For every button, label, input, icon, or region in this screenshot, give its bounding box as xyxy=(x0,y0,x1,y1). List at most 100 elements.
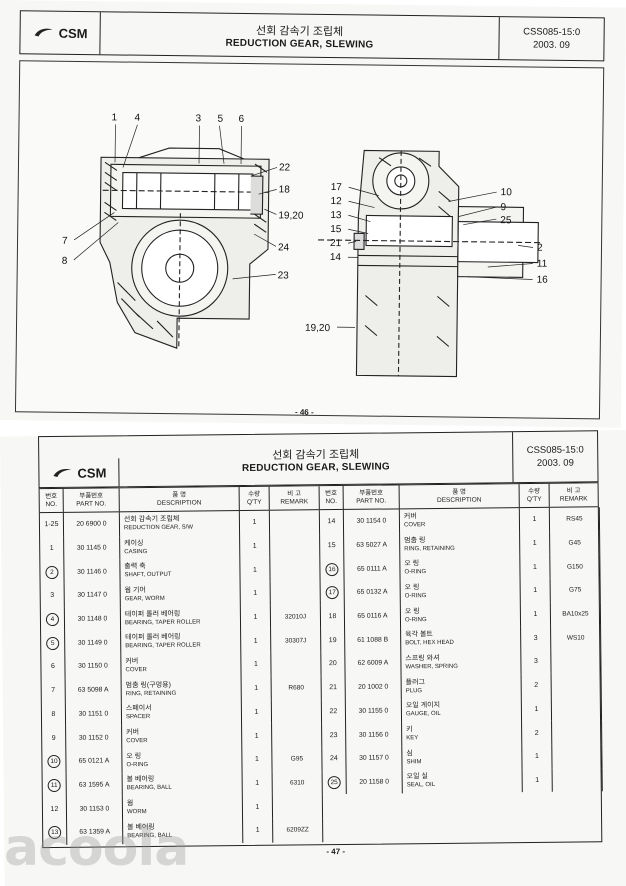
cell-remark: G75 xyxy=(550,578,601,603)
desc-english: PLUG xyxy=(405,687,423,694)
cell-no: 8 xyxy=(41,702,67,727)
cell-qty: 1 xyxy=(242,794,274,819)
cell-no: 9 xyxy=(42,726,67,751)
desc-korean: 케이싱 xyxy=(124,539,144,547)
cell-qty: 2 xyxy=(522,720,553,745)
cell-remark xyxy=(552,744,603,769)
cell-part-no: 30 1150 0 xyxy=(65,654,122,679)
cell-description: 멈춤 링(구멍용)RING, RETAINING xyxy=(121,676,242,702)
cell-part-no: 30 1156 0 xyxy=(346,722,403,747)
cell-remark xyxy=(272,794,324,819)
cell-remark xyxy=(270,533,321,559)
desc-english: KEY xyxy=(406,735,419,742)
callout-label: 17 xyxy=(331,182,343,193)
cell-qty: 1 xyxy=(520,531,551,556)
cell-no: 4 xyxy=(40,607,66,632)
desc-english: COVER xyxy=(126,738,148,745)
cell-remark xyxy=(269,510,321,535)
doc-code: CSS085-15:0 xyxy=(523,26,581,39)
cell-part-no: 30 1145 0 xyxy=(64,535,121,561)
cell-part-no: 30 1157 0 xyxy=(346,746,403,771)
cell-no: 23 xyxy=(322,723,347,748)
desc-korean: 오 링 xyxy=(404,584,420,592)
cell-qty: 1 xyxy=(241,700,273,725)
desc-english: SEAL, OIL xyxy=(406,782,436,789)
desc-english: RING, RETAINING xyxy=(125,690,177,697)
cell-qty: 1 xyxy=(242,747,273,772)
cell-remark xyxy=(271,652,322,677)
desc-korean: 오 링 xyxy=(404,560,420,568)
item-number: 6 xyxy=(50,663,55,671)
desc-korean: 출력 축 xyxy=(124,563,146,571)
callout-label: 25 xyxy=(500,215,512,226)
cell-remark xyxy=(272,723,323,748)
brand-logo: CSM xyxy=(39,458,120,488)
callout-label: 6 xyxy=(238,114,244,125)
cell-qty: 3 xyxy=(521,626,552,651)
cell-remark: 6209ZZ xyxy=(273,818,324,843)
drawing-header: CSM 선회 감속기 조립체 REDUCTION GEAR, SLEWING C… xyxy=(19,10,605,62)
page-title: 선회 감속기 조립체 REDUCTION GEAR, SLEWING xyxy=(119,432,513,486)
cell-part-no: 30 1152 0 xyxy=(66,725,123,750)
desc-english: WASHER, SPRING xyxy=(405,663,458,671)
cell-part-no: 61 1088 B xyxy=(345,627,402,653)
cell-no: 2 xyxy=(40,560,65,585)
item-number: 24 xyxy=(329,755,338,763)
circled-item-number: 4 xyxy=(45,613,60,627)
cell-part-no: 30 1155 0 xyxy=(345,698,403,724)
callout-label: 7 xyxy=(62,236,68,247)
cell-part-no: 20 1002 0 xyxy=(345,675,402,700)
cell-qty: 1 xyxy=(520,555,551,580)
brand-name: CSM xyxy=(58,25,88,41)
cell-remark: R680 xyxy=(271,676,322,701)
doc-code: CSS085-15:0 xyxy=(526,444,584,457)
cell-remark: 6310 xyxy=(272,770,323,795)
parts-list-page: CSM 선회 감속기 조립체 REDUCTION GEAR, SLEWING C… xyxy=(0,430,626,886)
desc-korean: 오일 실 xyxy=(406,773,428,781)
cell-remark: G95 xyxy=(272,747,323,772)
cell-qty: 1 xyxy=(242,723,273,748)
csm-swoosh-icon xyxy=(34,28,53,37)
desc-korean: 오 링 xyxy=(404,607,420,615)
desc-english: SPACER xyxy=(125,714,151,721)
cell-remark xyxy=(551,649,602,674)
cell-no: 5 xyxy=(41,631,66,656)
cell-part-no: 63 5098 A xyxy=(65,678,122,703)
callout-label: 21 xyxy=(330,238,342,249)
cell-qty: 1 xyxy=(521,697,553,722)
desc-korean: 커버 xyxy=(126,729,140,737)
cell-remark: BA10x25 xyxy=(550,602,602,627)
callout-label: 19,20 xyxy=(305,323,331,334)
cell-remark xyxy=(552,767,603,793)
circled-item-number: 16 xyxy=(325,562,339,576)
cell-part-no: 20 1158 0 xyxy=(346,769,403,795)
item-number: 18 xyxy=(328,613,337,621)
desc-korean: 심 xyxy=(406,749,413,758)
